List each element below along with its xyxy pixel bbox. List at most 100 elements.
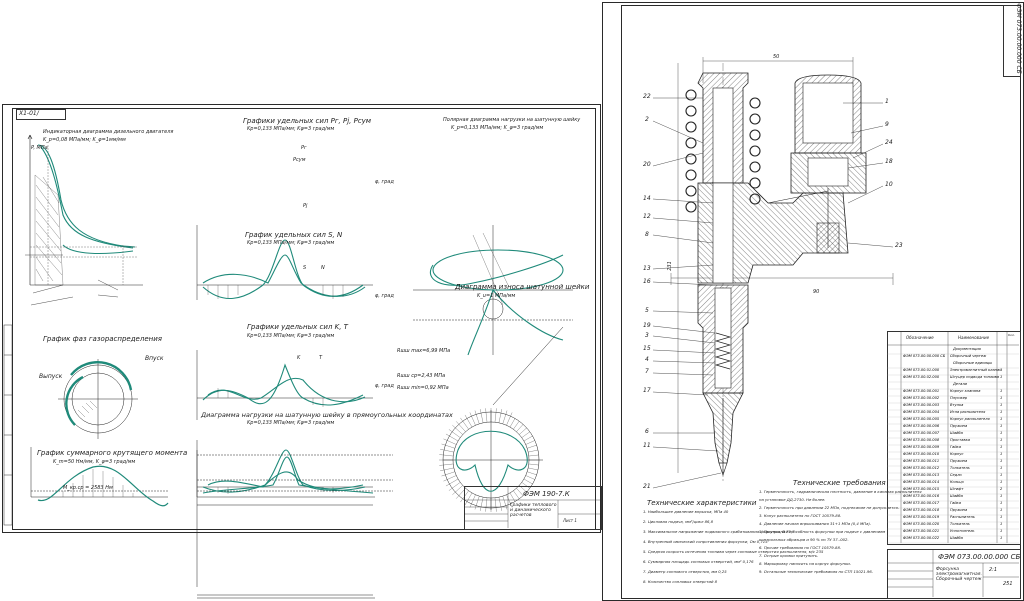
spec-designation: ФЭМ 073.00.00.010 xyxy=(903,452,940,456)
spec-qty: 1 xyxy=(1000,452,1003,456)
polar-scale: K_p=0,133 МПа/мм; K_φ=3 град/мм xyxy=(451,125,544,131)
tech-chars-title: Технические характеристики xyxy=(647,499,757,507)
torque-mean: M_кр.ср = 2583 Нм xyxy=(63,485,113,491)
indicator-curves xyxy=(37,144,136,254)
spec-qty: 1 xyxy=(1000,508,1003,512)
spec-designation: ФЭМ 073.00.00.009 xyxy=(903,445,940,449)
sn-label-s: S xyxy=(303,265,307,271)
right-title-block-lines xyxy=(887,549,1019,597)
spec-designation: ФЭМ 073.00.00.004 xyxy=(903,410,940,414)
spec-designation: ФЭМ 073.00.00.015 xyxy=(903,487,940,491)
spec-header-name: Наименование xyxy=(958,335,990,340)
callout-22: 22 xyxy=(643,93,651,100)
force-grad-3: φ, град xyxy=(375,383,394,389)
text-line: 3. Максимальное напряжение подвижного ср… xyxy=(643,529,795,534)
text-line: на установке ДД-2730. Не более. xyxy=(759,497,826,502)
callout-17: 17 xyxy=(643,387,651,394)
spec-name: Уплотнитель xyxy=(950,529,975,533)
spec-name: Шайба xyxy=(950,494,963,498)
spec-name: Гайка xyxy=(950,445,961,449)
force-grad-1: φ, град xyxy=(375,179,394,185)
left-drawing-sheet: Х1-01/ xyxy=(2,104,602,599)
text-line: 2. Цикловая подача, мм³/цикл 86,8 xyxy=(643,519,714,524)
callout-11: 11 xyxy=(643,442,651,449)
callout-6: 6 xyxy=(645,428,649,435)
rect-value-max: Rшш max=6,99 МПа xyxy=(397,348,451,354)
spec-designation: ФЭМ 073.00.00.007 xyxy=(903,431,940,435)
sn-title: График удельных сил S, N xyxy=(245,231,343,239)
spec-name: Штуцер подвода топлива xyxy=(950,375,999,379)
sn-label-n: N xyxy=(321,265,325,271)
callout-20: 20 xyxy=(643,161,651,168)
callout-14: 14 xyxy=(643,195,651,202)
spec-designation: ФЭМ 073.00.00.020 xyxy=(903,522,940,526)
spec-name: Пружина xyxy=(950,508,968,512)
spec-qty: 1 xyxy=(1000,473,1003,477)
text-line: 4. Внутренний омический сопротивления фо… xyxy=(643,539,768,544)
spec-name: Плунжер xyxy=(950,396,968,400)
spec-designation: ФЭМ 073.00.00.022 xyxy=(903,536,940,540)
text-line: 5. Средняя скорость истечения топлива че… xyxy=(643,549,824,554)
polar-load-diagram xyxy=(413,225,573,356)
callout-8: 8 xyxy=(645,231,649,238)
text-line: 7. Диаметр соплового отверстия, мм 0,25 xyxy=(643,569,727,574)
indicator-scale: K_p=0,08 МПа/мм; K_φ=1мм/мм xyxy=(43,137,126,143)
indicator-title: Индикаторная диаграмма дизельного двигат… xyxy=(43,129,174,135)
callout-9: 9 xyxy=(885,121,889,128)
valve-timing-diagram xyxy=(58,359,138,439)
rect-value-cp: Rшш cp=2,43 МПа xyxy=(397,373,446,379)
spec-name: Игла распылителя xyxy=(950,410,986,414)
force-label-pj: Pj xyxy=(303,203,308,209)
kt-label-k: K xyxy=(297,355,301,361)
spec-designation: ФЭМ 073.00.00.017 xyxy=(903,501,940,505)
kt-title: Графики удельных сил K, T xyxy=(247,323,348,331)
spec-name: Кольцо xyxy=(950,480,964,484)
left-stamp-box xyxy=(16,109,66,120)
callout-3: 3 xyxy=(645,332,649,339)
polar-title: Полярная диаграмма нагрузки на шатунную … xyxy=(443,117,581,123)
callout-1: 1 xyxy=(885,98,889,105)
text-line: 6. Прочие требования по ГОСТ 10579-88. xyxy=(759,545,842,550)
spec-name: Штифт xyxy=(950,487,964,491)
spec-qty: 2 xyxy=(1000,487,1003,491)
spec-designation: ФЭМ 073.00.01.000 xyxy=(903,368,940,372)
callout-18: 18 xyxy=(885,158,893,165)
right-title-scale: 2:1 xyxy=(989,567,998,573)
text-line: 9. Остальные технические требования по С… xyxy=(759,569,874,574)
text-line: 3. Конус распылителя по ГОСТ 10579-88. xyxy=(759,513,842,518)
spec-qty: 1 xyxy=(1000,529,1003,533)
wear-scale: K_u=1 МПа/мм xyxy=(477,293,516,299)
text-line: 8. Количество сопловых отверстий 8 xyxy=(643,579,718,584)
callout-13: 13 xyxy=(643,265,651,272)
spec-designation: ФЭМ 073.00.00.013 xyxy=(903,473,940,477)
spec-qty: 1 xyxy=(1000,396,1003,400)
spec-qty: 1 xyxy=(1000,424,1003,428)
left-sheet-lines xyxy=(3,134,375,599)
rect-title: Диаграмма нагрузки на шатунную шейку в п… xyxy=(201,411,453,419)
text-line: 5. Пропускная способность форсунки при п… xyxy=(759,529,886,534)
kt-scale: Kp=0,133 МПа/мм; Kφ=3 град/мм xyxy=(247,333,335,339)
spec-qty: 1 xyxy=(1000,515,1003,519)
wear-title: Диаграмма износа шатунной шейки xyxy=(455,283,590,291)
right-drawing-sheet: ФЭМ 073.00.00.000 СБ xyxy=(602,2,1024,601)
spec-designation: ФЭМ 073.00.00.000 СБ xyxy=(903,354,946,358)
spec-section-header: Документация xyxy=(953,347,981,351)
callout-4: 4 xyxy=(645,356,649,363)
spec-name: Толкатель xyxy=(950,466,970,470)
spec-header-designation: Обозначение xyxy=(906,335,934,340)
callout-5: 5 xyxy=(645,307,649,314)
spec-name: Сборочный чертеж xyxy=(950,354,987,358)
spec-qty: 1 xyxy=(1000,522,1003,526)
spec-name: Электромагнитный клапан xyxy=(950,368,1002,372)
spec-section-header: Детали xyxy=(953,382,967,386)
spec-designation: ФЭМ 073.00.00.008 xyxy=(903,438,940,442)
callout-23: 23 xyxy=(895,242,903,249)
spec-qty: 1 xyxy=(1000,438,1003,442)
spec-designation: ФЭМ 073.00.00.003 xyxy=(903,403,940,407)
spec-qty: 1 xyxy=(1000,445,1003,449)
text-line: 1. Наибольшее давление впрыска, МПа 40 xyxy=(643,509,729,514)
left-title-block-lines xyxy=(464,486,600,528)
spec-name: Корпус xyxy=(950,452,964,456)
force-scale: Kp=0,133 МПа/мм; Kφ=3 град/мм xyxy=(247,126,335,132)
text-line: 6. Суммарная площадь сопловых отверстий,… xyxy=(643,559,754,564)
